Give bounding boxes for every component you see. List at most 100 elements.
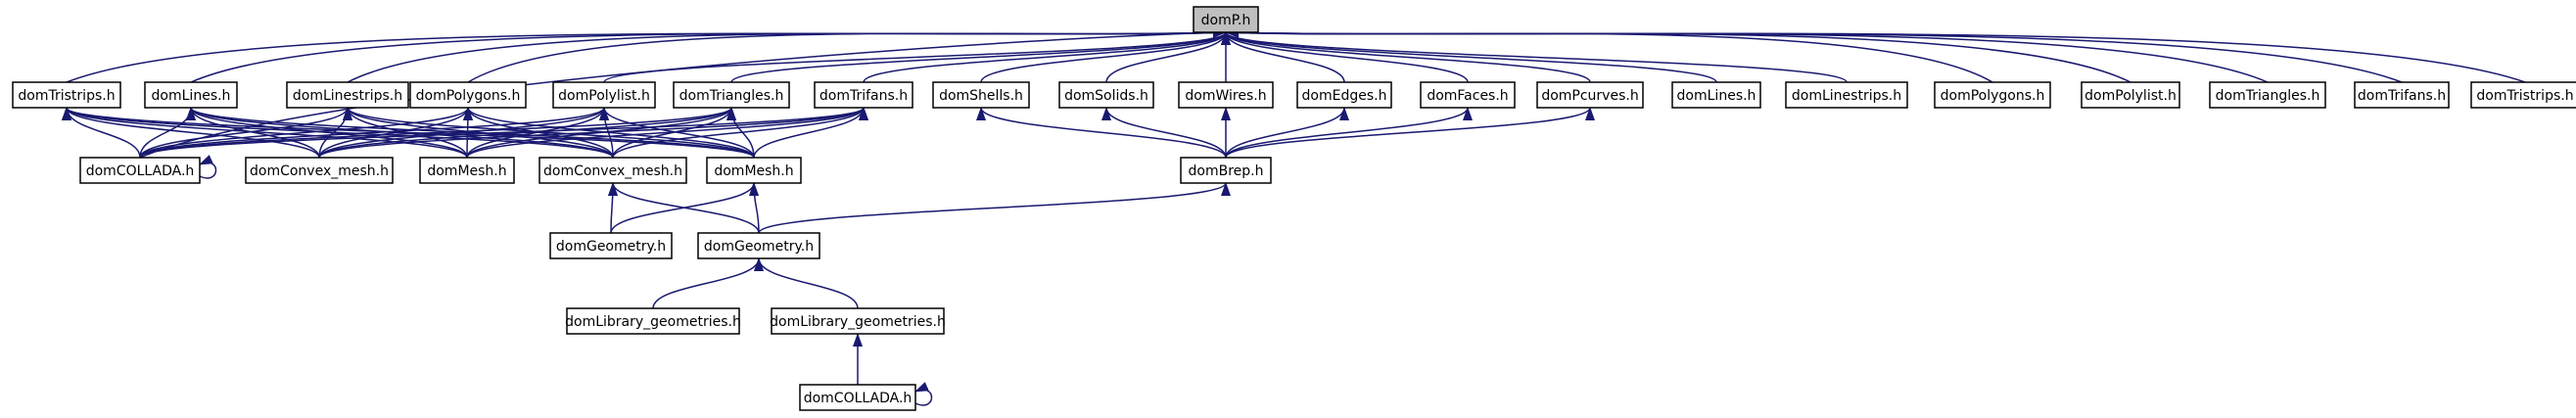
- edge-convex2-to-tristrips_l: [62, 107, 614, 159]
- edge-mesh1-to-triangles_l: [466, 107, 736, 159]
- node-box: [2209, 81, 2326, 109]
- node-label: domCOLLADA.h: [86, 163, 195, 179]
- edge-pcurves-to-root: [1221, 31, 1591, 83]
- edge-convex1-to-lines_l: [186, 107, 320, 159]
- node-label: domPolygons.h: [1941, 88, 2045, 104]
- edge-brep-to-faces: [1225, 107, 1473, 159]
- node-box: [144, 81, 238, 109]
- edge-brep-to-shells: [976, 107, 1227, 159]
- node-box: [814, 81, 913, 109]
- node-triangles_l[interactable]: domTriangles.h: [673, 81, 790, 109]
- edge-mesh2-to-trifans_l: [753, 107, 868, 159]
- edge-trifans_l-to-root: [863, 31, 1231, 83]
- node-label: domWires.h: [1185, 88, 1266, 104]
- edge-geom2-to-convex2: [608, 182, 760, 234]
- node-label: domGeometry.h: [556, 239, 666, 255]
- node-geom2[interactable]: domGeometry.h: [697, 232, 820, 259]
- node-lines_l[interactable]: domLines.h: [144, 81, 238, 109]
- node-box: [673, 81, 790, 109]
- node-libgeo1[interactable]: domLibrary_geometries.h: [565, 307, 741, 335]
- edge-polygons_l-to-root: [467, 27, 1227, 83]
- node-label: domConvex_mesh.h: [250, 163, 389, 179]
- node-box: [1178, 81, 1274, 109]
- edge-convex2-to-trifans_l: [612, 107, 868, 159]
- node-label: domTriangles.h: [2216, 88, 2320, 104]
- edge-polylist_l-to-root: [603, 31, 1231, 83]
- node-box: [12, 81, 121, 109]
- edge-shells-to-root: [980, 31, 1231, 83]
- node-box: [697, 232, 820, 259]
- node-shells[interactable]: domShells.h: [932, 81, 1030, 109]
- node-label: domTristrips.h: [2476, 88, 2573, 104]
- node-box: [1180, 157, 1272, 184]
- node-box: [409, 81, 527, 109]
- node-solids[interactable]: domSolids.h: [1058, 81, 1154, 109]
- node-label: domEdges.h: [1302, 88, 1387, 104]
- node-box: [1058, 81, 1154, 109]
- node-label: domConvex_mesh.h: [543, 163, 682, 179]
- edge-libgeo1-to-geom2: [652, 257, 764, 309]
- node-linestrips_l[interactable]: domLinestrips.h: [286, 81, 409, 109]
- edge-mesh2-to-triangles_l: [726, 107, 755, 159]
- node-trifans_r[interactable]: domTrifans.h: [2354, 81, 2450, 109]
- node-tristrips_l[interactable]: domTristrips.h: [12, 81, 121, 109]
- node-root[interactable]: domP.h: [1193, 6, 1259, 33]
- node-polygons_l[interactable]: domPolygons.h: [409, 81, 527, 109]
- node-linestrips_r[interactable]: domLinestrips.h: [1785, 81, 1908, 109]
- node-polylist_l[interactable]: domPolylist.h: [552, 81, 656, 109]
- node-edges[interactable]: domEdges.h: [1296, 81, 1392, 109]
- node-mesh1[interactable]: domMesh.h: [419, 157, 515, 184]
- node-collada2[interactable]: domCOLLADA.h: [799, 384, 916, 411]
- node-label: domSolids.h: [1064, 88, 1148, 104]
- node-wires[interactable]: domWires.h: [1178, 81, 1274, 109]
- node-label: domLines.h: [1677, 88, 1756, 104]
- node-polygons_r[interactable]: domPolygons.h: [1934, 81, 2051, 109]
- node-box: [932, 81, 1030, 109]
- node-pcurves[interactable]: domPcurves.h: [1536, 81, 1644, 109]
- node-box: [539, 157, 687, 184]
- node-label: domMesh.h: [714, 163, 793, 179]
- edge-polylist_r-to-root: [1225, 27, 2131, 83]
- edge-faces-to-root: [1221, 31, 1469, 83]
- node-label: domBrep.h: [1189, 163, 1264, 179]
- node-box: [552, 81, 656, 109]
- node-convex2[interactable]: domConvex_mesh.h: [539, 157, 687, 184]
- node-label: domLinestrips.h: [293, 88, 402, 104]
- node-box: [706, 157, 802, 184]
- node-box: [1671, 81, 1761, 109]
- node-label: domCOLLADA.h: [804, 391, 913, 406]
- node-label: domFaces.h: [1427, 88, 1508, 104]
- node-mesh2[interactable]: domMesh.h: [706, 157, 802, 184]
- node-box: [286, 81, 409, 109]
- edge-linestrips_r-to-root: [1221, 31, 1848, 83]
- node-collada1[interactable]: domCOLLADA.h: [79, 157, 201, 184]
- edge-layer: [62, 27, 2526, 406]
- node-trifans_l[interactable]: domTrifans.h: [814, 81, 913, 109]
- edge-convex1-to-trifans_l: [318, 107, 868, 159]
- node-libgeo2[interactable]: domLibrary_geometries.h: [770, 307, 946, 335]
- edge-mesh1-to-trifans_l: [466, 107, 868, 159]
- node-label: domPolylist.h: [558, 88, 650, 104]
- node-box: [1420, 81, 1516, 109]
- node-label: domP.h: [1201, 13, 1251, 28]
- node-box: [1785, 81, 1908, 109]
- edge-tristrips_r-to-root: [1225, 27, 2526, 83]
- node-tristrips_r[interactable]: domTristrips.h: [2470, 81, 2576, 109]
- node-convex1[interactable]: domConvex_mesh.h: [245, 157, 394, 184]
- edge-convex1-to-triangles_l: [318, 107, 736, 159]
- edge-collada1-to-trifans_l: [139, 107, 868, 159]
- edge-collada1-to-polylist_l: [139, 107, 609, 159]
- edge-convex1-to-tristrips_l: [62, 107, 320, 159]
- node-label: domLibrary_geometries.h: [565, 314, 741, 330]
- node-faces[interactable]: domFaces.h: [1420, 81, 1516, 109]
- node-label: domGeometry.h: [704, 239, 814, 255]
- node-brep[interactable]: domBrep.h: [1180, 157, 1272, 184]
- edge-geom1-to-convex2: [607, 182, 618, 234]
- node-polylist_r[interactable]: domPolylist.h: [2081, 81, 2180, 109]
- node-lines_r[interactable]: domLines.h: [1671, 81, 1761, 109]
- node-label: domPolygons.h: [416, 88, 521, 104]
- node-geom1[interactable]: domGeometry.h: [549, 232, 673, 259]
- edge-mesh1-to-tristrips_l: [62, 107, 468, 159]
- node-triangles_r[interactable]: domTriangles.h: [2209, 81, 2326, 109]
